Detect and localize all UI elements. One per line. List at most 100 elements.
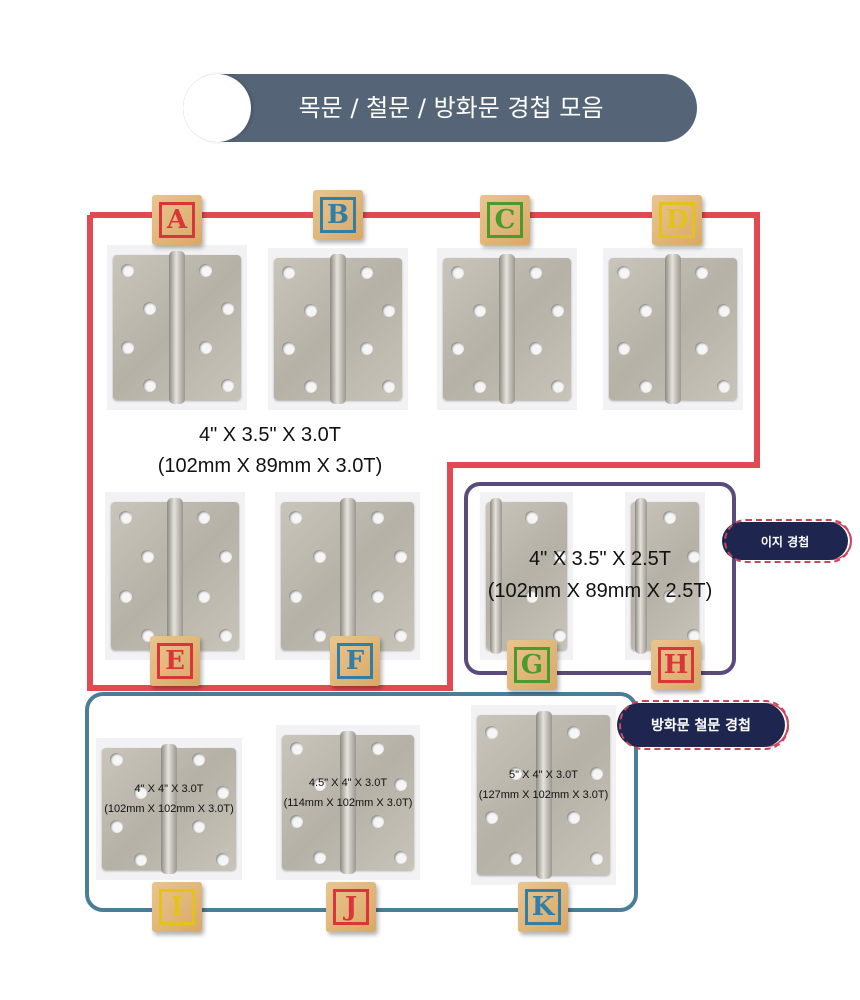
fire-door-hinge-badge: 방화문 철문 경첩 <box>617 700 789 750</box>
hinge-photo-b <box>268 248 408 410</box>
hinge-photo-e <box>105 492 245 660</box>
easy-hinge-spec-line1: 4" X 3.5" X 2.5T <box>528 548 672 570</box>
hinge-knuckle <box>665 254 681 404</box>
title-banner <box>183 74 697 142</box>
screw-hole <box>485 810 499 824</box>
screw-hole <box>393 777 407 791</box>
screw-hole <box>687 628 700 642</box>
screw-hole <box>382 379 396 393</box>
letter-block-a: A <box>152 195 202 245</box>
screw-hole <box>663 511 676 525</box>
screw-hole <box>289 590 303 604</box>
screw-hole <box>551 303 565 317</box>
screw-hole <box>215 785 229 799</box>
letter-block-e: E <box>150 636 200 686</box>
hinge-photo-k: 5" X 4" X 3.0T (127mm X 102mm X 3.0T) <box>471 705 616 885</box>
screw-hole <box>508 767 522 781</box>
letter-block-label: F <box>337 643 373 679</box>
screw-hole <box>639 303 652 317</box>
hinge-knuckle <box>535 711 552 879</box>
hinge-spec-line2: (102mm X 102mm X 3.0T) <box>104 803 234 815</box>
screw-hole <box>393 549 407 563</box>
letter-block-g: G <box>507 640 557 690</box>
wood-door-spec-line2: (102mm X 89mm X 3.0T) <box>157 455 383 477</box>
page-title: 목문 / 철문 / 방화문 경첩 모음 <box>298 94 604 122</box>
screw-hole <box>141 549 154 563</box>
letter-block-label: H <box>658 647 694 683</box>
screw-hole <box>197 511 210 525</box>
screw-hole <box>370 511 384 525</box>
hinge-spec-line1: 5" X 4" X 3.0T <box>509 769 578 781</box>
screw-hole <box>118 590 132 604</box>
screw-hole <box>717 379 731 393</box>
screw-hole <box>120 341 134 355</box>
screw-hole <box>360 342 373 356</box>
screw-hole <box>312 628 326 642</box>
screw-hole <box>143 301 156 315</box>
hinge-spec-line1: 4.5" X 4" X 3.0T <box>308 776 388 789</box>
hinge-knuckle <box>167 498 183 654</box>
hinge-photo-j: 4.5" X 4" X 3.0T(114mm X 102mm X 3.0T) <box>276 725 420 880</box>
screw-hole <box>110 820 124 834</box>
screw-hole <box>313 850 327 864</box>
letter-block-i: I <box>152 882 202 932</box>
screw-hole <box>199 341 212 355</box>
screw-hole <box>133 852 147 866</box>
screw-hole <box>370 742 384 756</box>
screw-hole <box>473 379 486 393</box>
wood-door-frame <box>87 212 760 691</box>
screw-hole <box>370 590 384 604</box>
letter-block-label: K <box>525 889 561 925</box>
screw-hole <box>663 590 676 604</box>
screw-hole <box>192 820 206 834</box>
screw-hole <box>215 852 229 866</box>
letter-block-label: E <box>157 643 193 679</box>
screw-hole <box>382 303 396 317</box>
letter-block-k: K <box>518 882 568 932</box>
screw-hole <box>281 342 295 356</box>
screw-hole <box>695 342 708 356</box>
letter-block-label: G <box>514 647 550 683</box>
screw-hole <box>290 815 304 829</box>
hinge-knuckle <box>490 498 502 654</box>
letter-block-label: I <box>159 889 195 925</box>
hinge-photo-h <box>625 492 705 660</box>
screw-hole <box>566 726 580 739</box>
screw-hole <box>360 266 373 280</box>
screw-hole <box>219 549 233 563</box>
easy-hinge-badge: 이지 경첩 <box>722 519 852 563</box>
easy-hinge-spec-line2: (102mm X 89mm X 2.5T) <box>487 580 713 602</box>
screw-hole <box>120 263 134 277</box>
letter-block-label: C <box>487 202 523 238</box>
screw-hole <box>529 342 542 356</box>
screw-hole <box>197 590 210 604</box>
screw-hole <box>589 767 603 781</box>
letter-block-label: D <box>659 202 695 238</box>
hinge-photo-g <box>480 492 573 660</box>
screw-hole <box>393 850 407 864</box>
letter-block-c: C <box>480 195 530 245</box>
wood-door-spec-line1: 4" X 3.5" X 3.0T <box>198 424 342 446</box>
hinge-knuckle <box>635 498 647 654</box>
screw-hole <box>566 810 580 824</box>
hinge-knuckle <box>340 731 356 874</box>
screw-hole <box>687 549 700 563</box>
hinge-spec-line2: (127mm X 102mm X 3.0T) <box>478 789 609 801</box>
letter-block-h: H <box>651 640 701 690</box>
letter-block-f: F <box>330 636 380 686</box>
hinge-photo-f <box>275 492 420 660</box>
screw-hole <box>525 590 539 604</box>
screw-hole <box>393 628 407 642</box>
screw-hole <box>450 266 464 280</box>
screw-hole <box>639 379 652 393</box>
screw-hole <box>717 303 731 317</box>
screw-hole <box>304 303 317 317</box>
screw-hole <box>589 852 603 865</box>
easy-hinge-frame <box>464 482 736 675</box>
screw-hole <box>473 303 486 317</box>
letter-block-b: B <box>313 190 363 240</box>
screw-hole <box>143 379 156 393</box>
letter-block-j: J <box>326 882 376 932</box>
screw-hole <box>616 342 630 356</box>
screw-hole <box>289 511 303 525</box>
